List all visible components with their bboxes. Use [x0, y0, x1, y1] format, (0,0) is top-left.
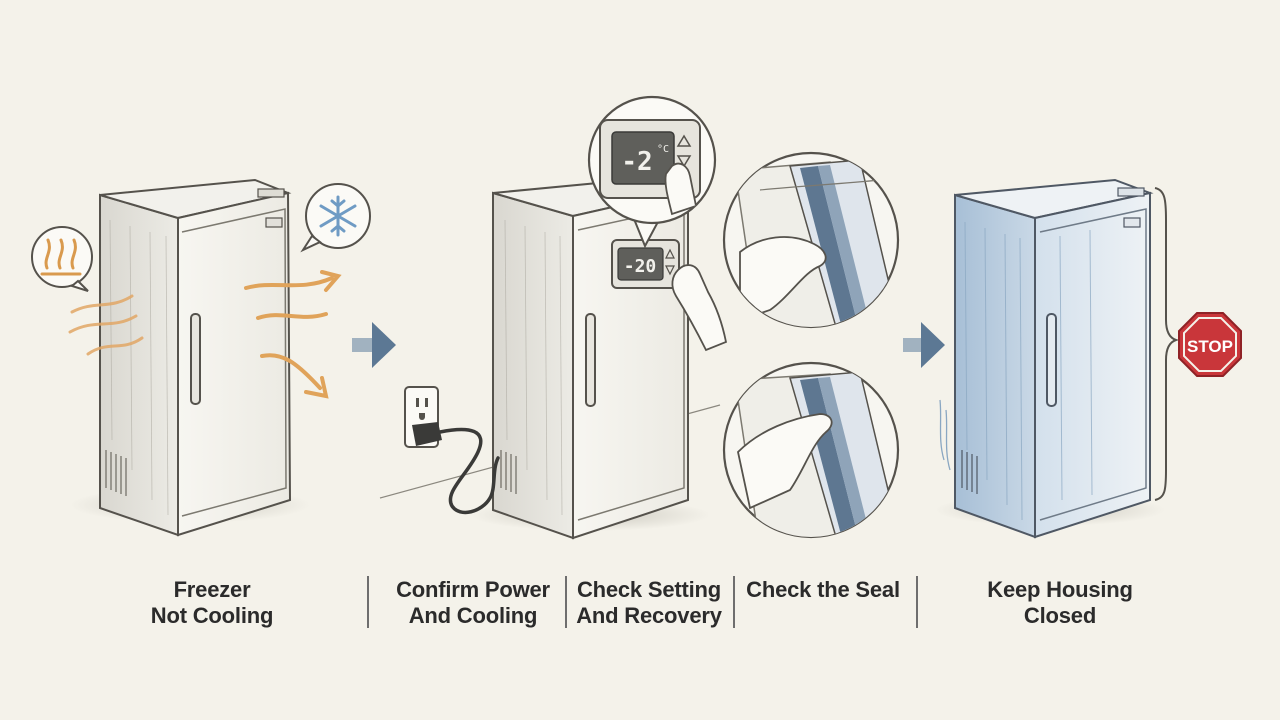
divider: [367, 576, 369, 628]
step-caption-freezer-not-cooling: Freezer Not Cooling: [122, 577, 302, 629]
caption-line: Closed: [1023, 603, 1097, 628]
freezer-not-cooling: [70, 178, 310, 537]
divider: [916, 576, 918, 628]
heat-icon: [31, 226, 93, 292]
stop-sign-icon: STOP: [1178, 312, 1242, 377]
divider: [733, 576, 735, 628]
caption-line: Confirm Power: [396, 577, 550, 602]
step-caption-keep-housing-closed: Keep Housing Closed: [970, 577, 1150, 629]
display-zoom-callout: -2 °C: [587, 95, 717, 249]
caption-line: Keep Housing: [987, 577, 1133, 602]
caption-line: Check Setting: [576, 577, 722, 602]
zoomed-temperature-reading: -2: [621, 147, 652, 177]
caption-line: Not Cooling: [150, 603, 274, 628]
seal-check-bottom: [722, 361, 900, 539]
arrow-right-icon: [903, 322, 945, 368]
temperature-display: -20: [611, 239, 680, 289]
caption-line: And Recovery: [576, 603, 722, 628]
snowflake-icon: [300, 183, 371, 253]
warm-air-waves: [68, 294, 144, 356]
caption-line: Check the Seal: [746, 577, 900, 602]
stop-sign-label: STOP: [1187, 337, 1233, 356]
caption-line: And Cooling: [408, 603, 538, 628]
airflow-arrows: [244, 270, 342, 399]
panel-temperature-reading: -20: [624, 256, 657, 277]
power-outlet-icon: [404, 386, 500, 515]
divider: [565, 576, 567, 628]
freezer-checked: -20: [379, 176, 728, 540]
arrow-right-icon: [352, 322, 396, 368]
seal-check-top: [722, 151, 900, 329]
freezer-frosted: [935, 178, 1180, 539]
step-caption-check-setting: Check Setting And Recovery: [570, 577, 728, 629]
caption-line: Freezer: [173, 577, 251, 602]
step-caption-confirm-power: Confirm Power And Cooling: [382, 577, 564, 629]
temperature-unit: °C: [657, 144, 669, 155]
step-caption-check-seal: Check the Seal: [740, 577, 906, 603]
